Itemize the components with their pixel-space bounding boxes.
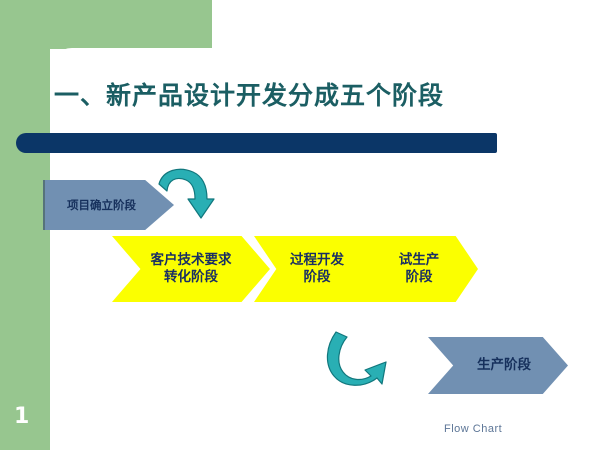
page-title: 一、新产品设计开发分成五个阶段 bbox=[54, 81, 445, 110]
page-number: 1 bbox=[14, 404, 30, 429]
stage-trial-line1: 试生产 bbox=[398, 252, 440, 269]
stage-customer-requirement[interactable]: 客户技术要求 转化阶段 bbox=[112, 236, 270, 302]
stage-customer-line1: 客户技术要求 bbox=[150, 252, 232, 269]
stage-trial-production-label: 试生产 阶段 bbox=[399, 252, 440, 286]
sidebar-green-rail bbox=[0, 0, 50, 450]
curved-arrow-icon-bottom bbox=[322, 330, 402, 400]
stage-production-label: 生产阶段 bbox=[477, 357, 531, 374]
curved-arrow-icon-top bbox=[157, 166, 215, 228]
footer-caption: Flow Chart bbox=[444, 423, 503, 435]
stage-process-line1: 过程开发 bbox=[290, 252, 344, 269]
stage-process-development-label: 过程开发 阶段 bbox=[290, 252, 344, 286]
stage-customer-requirement-label: 客户技术要求 转化阶段 bbox=[151, 252, 232, 286]
stage-customer-line2: 转化阶段 bbox=[164, 269, 218, 285]
stage-trial-line2: 阶段 bbox=[405, 269, 433, 285]
stage-process-line2: 阶段 bbox=[303, 269, 331, 285]
title-underline-bar bbox=[16, 133, 497, 153]
stage-initiation[interactable]: 项目确立阶段 bbox=[43, 180, 174, 230]
stage-initiation-label: 项目确立阶段 bbox=[67, 197, 136, 212]
